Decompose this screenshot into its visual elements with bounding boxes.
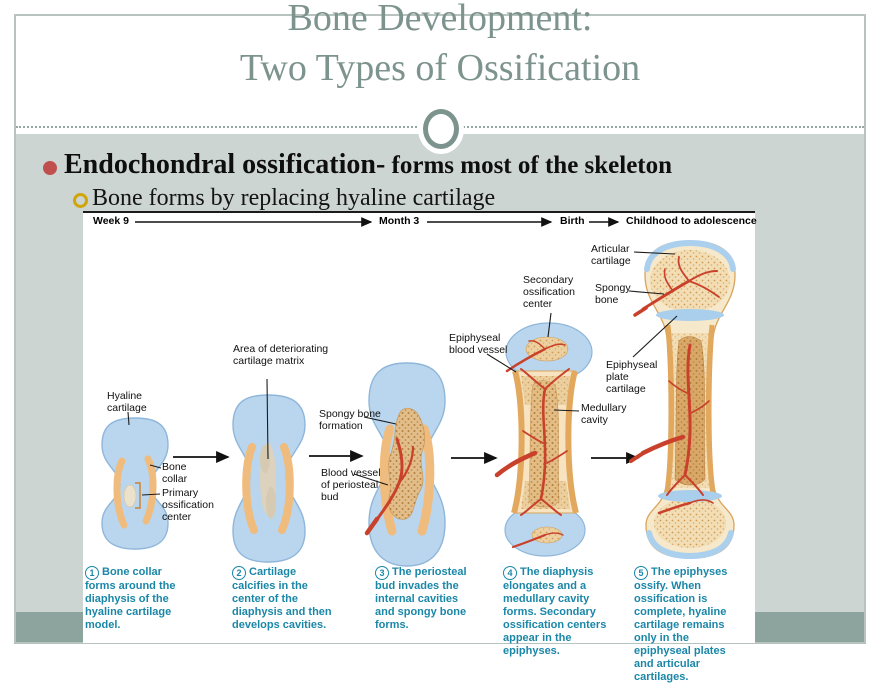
stage3-spongy-bone-forming — [364, 362, 446, 567]
caption-step2-number: 2 — [232, 566, 246, 580]
caption-step3-number: 3 — [375, 566, 389, 580]
stage1-bracket — [135, 482, 141, 509]
label-secondary-ossification-center: Secondary ossification center — [523, 274, 575, 310]
stage1-hyaline-cartilage-model — [101, 417, 169, 550]
stage3-bone-collar-left — [379, 424, 397, 536]
label-deteriorating-cartilage-matrix: Area of deteriorating cartilage matrix — [233, 343, 329, 367]
timeline-month3: Month 3 — [379, 215, 420, 227]
label-primary-ossification-center: Primary ossification center — [162, 487, 214, 523]
stage1-primary-ossification-patch — [123, 484, 137, 508]
stage3-periosteal-bud-vessel — [364, 437, 415, 536]
caption-step2-text: Cartilage calcifies in the center of the… — [232, 566, 332, 631]
ossification-figure: Week 9 Month 3 Birth Childhood to adoles… — [83, 211, 757, 683]
stage5-epiphyseal-plate-bottom — [658, 490, 722, 502]
stage5-articular-cartilage-bottom — [646, 530, 734, 560]
slide-title-line1: Bone Development: — [287, 0, 593, 39]
label-spongy-bone-formation: Spongy bone formation — [319, 408, 381, 432]
stage4-lower-epiphyseal-vessel — [511, 532, 564, 549]
stage5-blood-vessels — [629, 256, 720, 515]
stage1-bone-collar-left — [113, 457, 128, 529]
caption-step5-number: 5 — [634, 566, 648, 580]
label-bone-collar: Bone collar — [162, 461, 188, 485]
label-blood-vessel-periosteal-bud: Blood vessel of periosteal bud — [321, 467, 381, 503]
divider-circle-ornament — [423, 109, 459, 149]
bullet-endochondral: Endochondral ossification- forms most of… — [64, 149, 672, 181]
label-hyaline-cartilage: Hyaline cartilage — [107, 390, 147, 414]
stage4-medullary-cavity-bone — [494, 322, 593, 557]
label-leader-lines — [127, 251, 678, 496]
bullet-dot — [43, 161, 57, 175]
bullet-endochondral-term: Endochondral ossification- — [64, 149, 386, 180]
stage2-calcifying-cartilage — [232, 394, 306, 563]
sub-bullet-ring — [73, 193, 88, 208]
sub-bullet-bone-forms: Bone forms by replacing hyaline cartilag… — [92, 185, 496, 211]
stage4-epiphyseal-vessel — [505, 340, 566, 373]
caption-step1-number: 1 — [85, 566, 99, 580]
stage2-bone-collar-right — [278, 443, 294, 534]
label-spongy-bone: Spongy bone — [595, 282, 631, 306]
stage2-bone-collar-left — [242, 443, 258, 534]
slide-title: Bone Development: Two Types of Ossificat… — [0, 0, 880, 93]
caption-step4-text: The diaphysis elongates and a medullary … — [503, 566, 607, 657]
timeline-childhood: Childhood to adolescence — [626, 215, 757, 227]
caption-step1-text: Bone collar forms around the diaphysis o… — [85, 566, 176, 631]
stage5-articular-cartilage-top — [644, 239, 736, 272]
stage3-bone-collar-right — [417, 424, 435, 536]
bullet-endochondral-description: forms most of the skeleton — [385, 152, 673, 179]
timeline-birth: Birth — [560, 215, 585, 227]
caption-step5-text: The epiphyses ossify. When ossification … — [634, 566, 728, 683]
figure-illustration — [101, 217, 736, 567]
slide-title-line2: Two Types of Ossification — [239, 47, 641, 89]
stage-arrows — [173, 450, 640, 464]
caption-step4-number: 4 — [503, 566, 517, 580]
stage4-blood-vessels — [494, 368, 570, 516]
stage5-ossified-bone — [629, 239, 736, 560]
timeline-week9: Week 9 — [93, 215, 129, 227]
label-epiphyseal-plate-cartilage: Epiphyseal plate cartilage — [606, 359, 658, 395]
caption-step3-text: The periosteal bud invades the internal … — [375, 566, 467, 631]
label-medullary-cavity: Medullary cavity — [581, 402, 627, 426]
stage1-bone-collar-right — [142, 455, 157, 525]
label-articular-cartilage: Articular cartilage — [591, 243, 631, 267]
stage5-epiphyseal-plate-top — [656, 309, 724, 321]
label-epiphyseal-blood-vessel: Epiphyseal blood vessel — [449, 332, 508, 356]
stage3-spongy-bone — [388, 407, 425, 520]
